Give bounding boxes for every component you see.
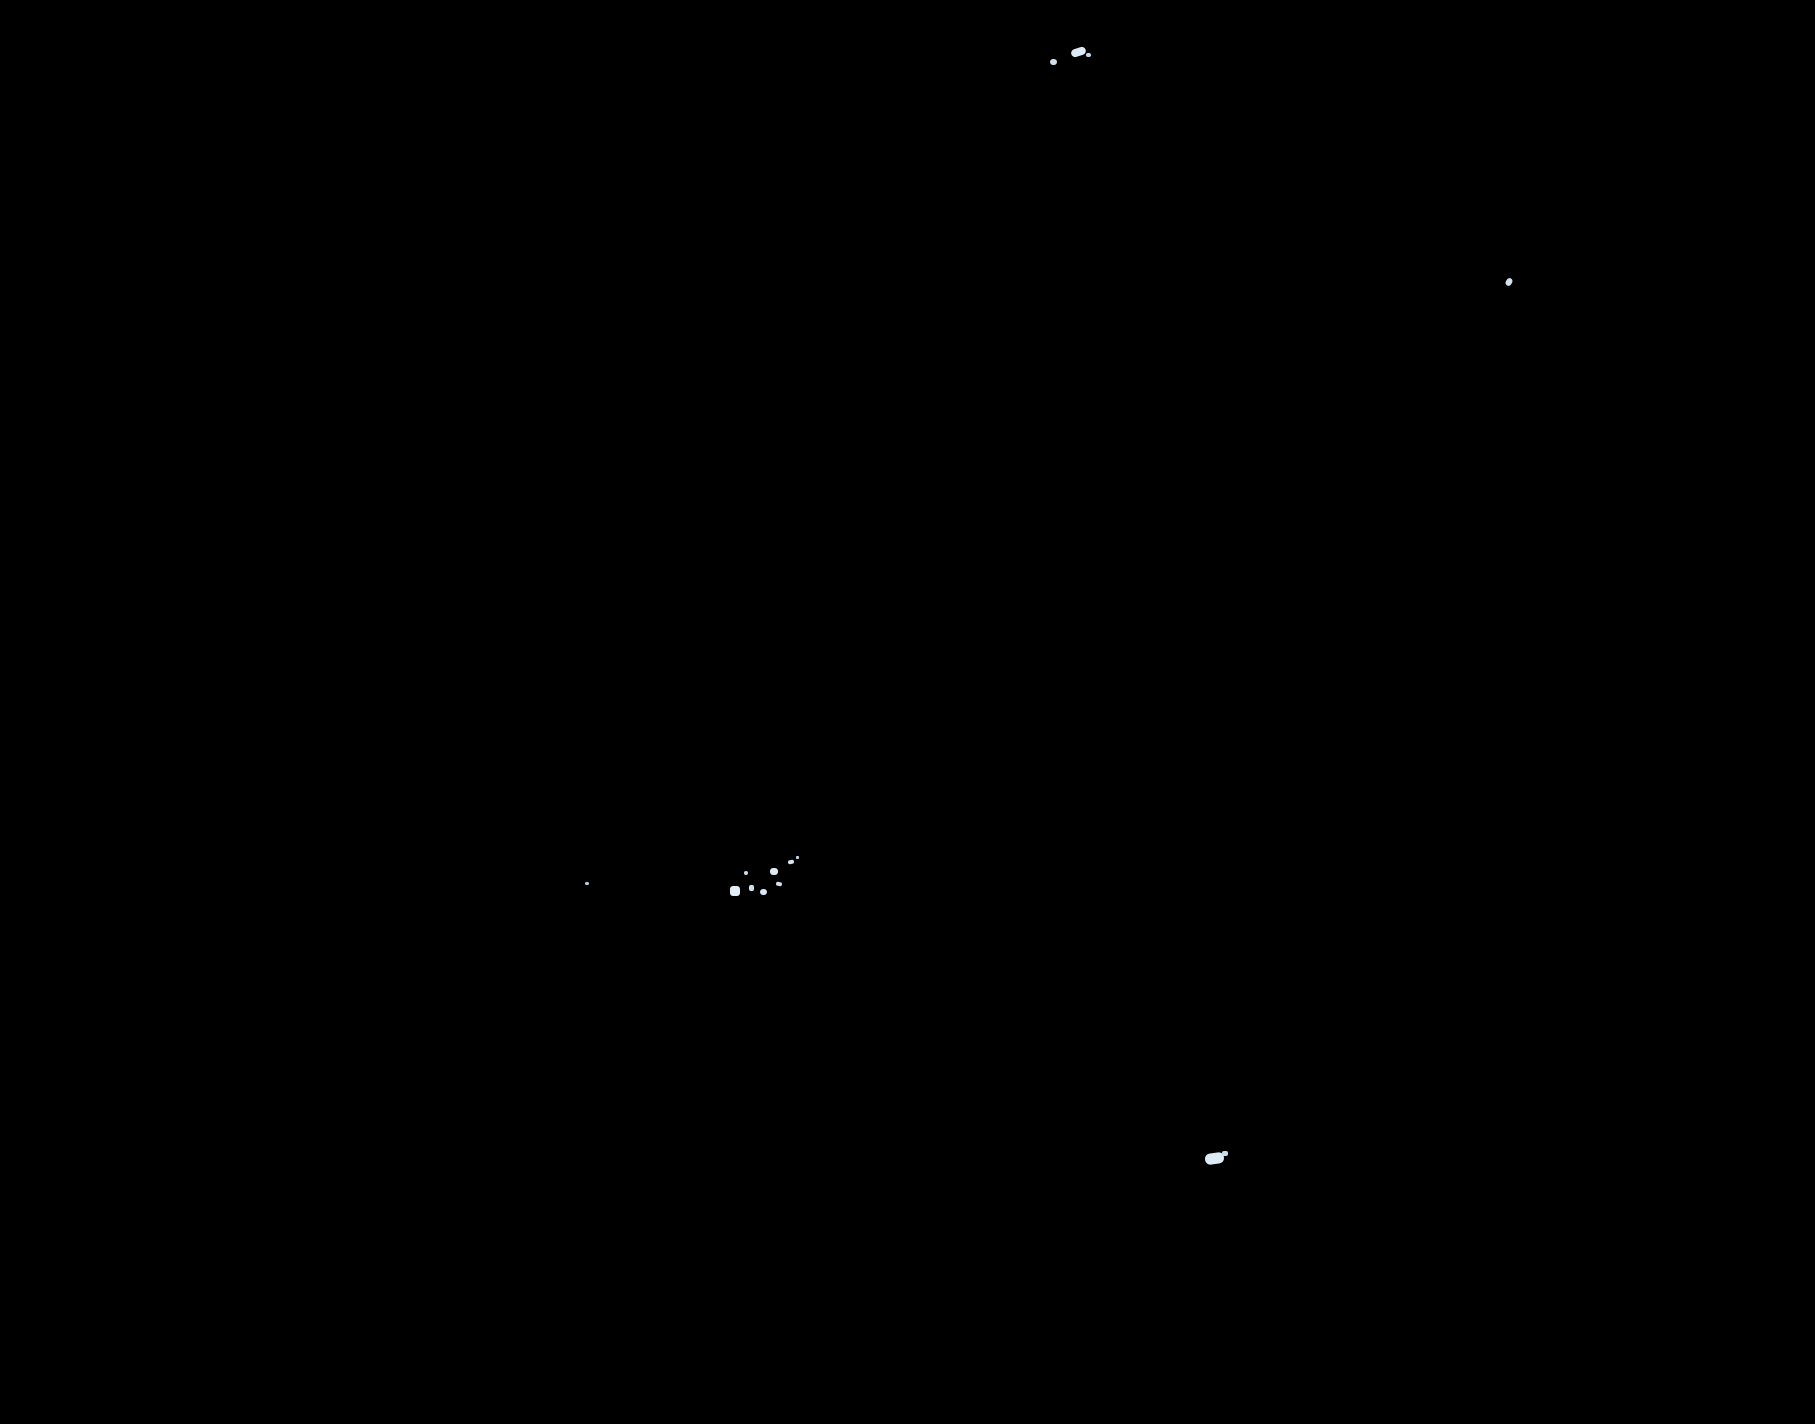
light-speck [1070,45,1087,59]
light-speck [787,859,795,865]
light-speck [744,871,748,875]
light-speck [749,885,754,891]
light-speck [796,856,799,859]
light-speck [730,886,740,896]
light-speck [585,882,589,885]
light-speck [1086,53,1091,57]
light-speck [770,868,778,875]
light-speck [775,881,783,887]
light-speck [1504,277,1514,287]
light-speck [1222,1151,1228,1156]
light-speck [760,889,767,895]
light-speck [1050,59,1057,65]
